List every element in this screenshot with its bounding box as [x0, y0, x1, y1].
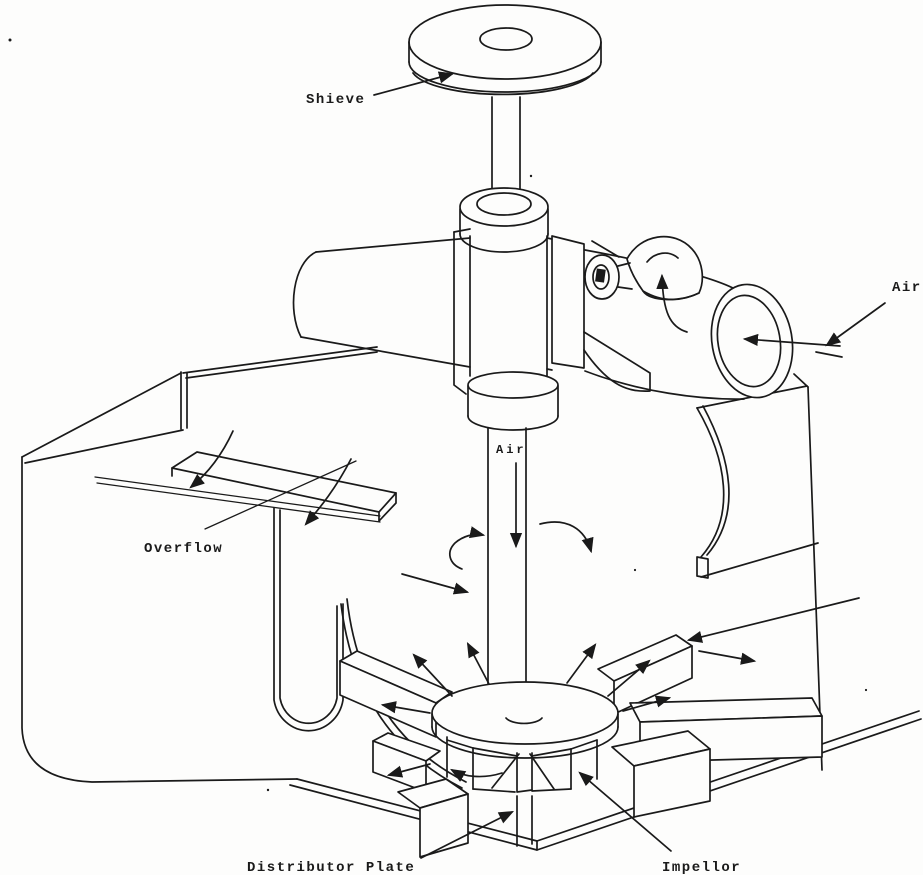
air-leader [825, 302, 886, 347]
overflow-arrow [189, 430, 234, 489]
pipe-mouth-inner [716, 294, 782, 388]
flow-arrow [401, 573, 470, 595]
baffle-beams [339, 634, 823, 858]
bearing-assembly [453, 187, 651, 395]
sheave-pulley [408, 4, 602, 96]
swirl-arrow [448, 526, 486, 570]
shieve-annotation [373, 71, 455, 96]
flow-arrow [686, 597, 860, 643]
air-inlet-annotation [742, 302, 886, 358]
overflow-leader [204, 460, 357, 530]
air-up-arrow [656, 273, 688, 333]
air-elbow-fitting [584, 235, 704, 333]
launder-box [21, 372, 298, 783]
downcomer-volute [273, 507, 467, 789]
shieve-leader [373, 71, 455, 96]
overflow-arrow [304, 458, 352, 526]
gusset [583, 331, 651, 392]
flow-arrow [698, 650, 757, 665]
air-inlet-label: Air [892, 280, 922, 296]
impellor-label: Impellor [662, 860, 741, 875]
cross-tube [292, 237, 553, 371]
base-plate [289, 710, 922, 851]
air-down-label: Air [496, 443, 527, 457]
overflow-weir [94, 430, 397, 530]
elbow-pipe [626, 235, 704, 301]
sheave-hub-hole [479, 27, 533, 51]
impeller-disc [431, 681, 619, 745]
flow-arrows [401, 521, 860, 665]
tank-back-wall [180, 240, 809, 430]
impellor-leader [578, 771, 672, 852]
hub-joint [505, 717, 543, 725]
impeller-vanes [446, 736, 598, 847]
left-bracket [453, 231, 467, 395]
standpipe [487, 427, 527, 686]
distributor-leader [420, 810, 515, 859]
swirl-arrow [539, 521, 594, 554]
lower-drum [467, 371, 559, 431]
right-bracket [551, 235, 585, 369]
distributor-annotation [420, 810, 515, 859]
impeller [431, 681, 619, 759]
impellor-annotation [578, 771, 672, 852]
distributor-plate-label: Distributor Plate [247, 860, 415, 875]
scan-specks [8, 38, 868, 792]
drive-shaft [491, 96, 521, 194]
valve-stem [595, 268, 606, 283]
shieve-label: Shieve [306, 92, 365, 108]
discharge-arrows [380, 641, 672, 782]
air-entry-arrow [742, 333, 841, 347]
overflow-label: Overflow [144, 541, 223, 557]
